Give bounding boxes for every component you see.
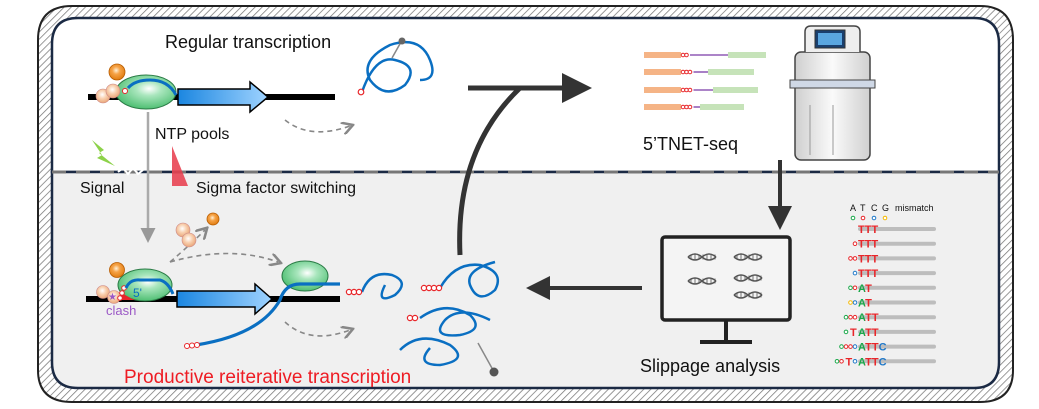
five-prime-label: 5' — [133, 286, 142, 300]
dna-icon — [733, 274, 763, 282]
mismatch-base-A — [839, 344, 844, 349]
alignment-header-G: G — [882, 203, 889, 213]
bottom-transcription-complex: ★ 5' clash — [86, 260, 340, 349]
ntp-release-arrow — [169, 230, 205, 263]
sequencing-read — [644, 104, 744, 110]
alignment-row: TTT — [858, 224, 936, 236]
signal-lightning-icon — [92, 140, 115, 166]
base-key-C — [871, 215, 877, 221]
mismatch-base-T — [852, 256, 858, 261]
mismatch-base-G — [848, 300, 853, 305]
read-sequence: TTT — [858, 253, 878, 265]
mismatch-base-T — [852, 241, 858, 246]
alignment-row: TTT — [852, 239, 936, 251]
mismatch-letter: T — [850, 327, 857, 339]
mismatch-label: mismatch — [895, 203, 934, 213]
read-sequence: TTT — [858, 239, 878, 251]
read-sequence: TTT — [858, 268, 878, 280]
released-rnas-bottom — [360, 260, 500, 377]
reiterative-rna — [195, 282, 340, 347]
read-sequence: ATTC — [858, 356, 887, 368]
read-sequence: ATT — [858, 327, 879, 339]
flow-arrow-curve — [457, 86, 522, 256]
pin-icon — [398, 37, 406, 45]
mismatch-base-T — [848, 314, 853, 320]
sequencer-instrument-icon — [789, 25, 876, 161]
slippage-analysis-label: Slippage analysis — [640, 356, 780, 376]
base-key-A — [850, 215, 856, 221]
sigma-gradient-triangle — [172, 146, 188, 186]
monitor-icon — [660, 235, 792, 344]
top-transcription-complex — [88, 63, 335, 114]
promoter-escape-arrow — [169, 252, 278, 263]
signal-label: Signal — [80, 180, 124, 197]
released-rna-top — [357, 37, 434, 96]
sequencing-read — [644, 69, 754, 75]
alignment-header-C: C — [871, 203, 878, 213]
ntp-orange — [108, 63, 126, 81]
rna-5prime-dots — [345, 284, 443, 322]
productive-reiterative-title: Productive reiterative transcription — [124, 367, 411, 388]
dashed-arrow-top — [284, 119, 350, 132]
alignment-row: TTT — [852, 268, 936, 280]
mismatch-base-A — [843, 329, 849, 335]
mismatch-base-T — [848, 344, 853, 349]
gene-arrow-top — [177, 80, 270, 114]
alignment-row: ATT — [843, 312, 936, 324]
mismatch-letter: T — [846, 356, 853, 368]
mismatch-base-T — [839, 359, 844, 364]
alignment-header-A: A — [850, 203, 856, 213]
read-sequence: AT — [858, 298, 872, 310]
released-ntps — [175, 212, 220, 248]
clash-label: clash — [106, 303, 136, 318]
dna-icon — [687, 277, 717, 285]
mismatch-base-A — [843, 314, 849, 320]
alignment-row: AT — [848, 298, 936, 310]
sigma-switching-label: Sigma factor switching — [196, 180, 356, 197]
alignment-row: ATTC — [839, 342, 936, 354]
sequencing-reads — [644, 52, 766, 110]
read-sequence: TTT — [858, 224, 878, 236]
clash-star-icon: ★ — [108, 292, 117, 303]
sequencing-read — [644, 87, 758, 93]
mismatch-base-C — [852, 344, 858, 349]
regular-transcription-title: Regular transcription — [165, 32, 331, 52]
dna-helix-icons — [687, 253, 763, 299]
mismatch-base-T — [852, 314, 858, 320]
mismatch-base-A — [848, 285, 853, 291]
mismatch-base-T — [848, 256, 853, 261]
read-sequence: ATTC — [858, 342, 887, 354]
base-key-G — [882, 215, 888, 221]
mismatch-base-C — [852, 359, 858, 364]
read-sequence: AT — [858, 283, 872, 295]
dna-icon — [687, 253, 717, 261]
mismatch-base-T — [843, 344, 849, 349]
signal-wave — [117, 166, 144, 176]
mismatch-base-C — [852, 270, 858, 276]
alignment-row: T ATTC — [834, 356, 936, 368]
gene-arrow-bottom — [176, 282, 274, 316]
sequencing-read — [644, 52, 766, 58]
rnap-bottom-initiating — [117, 268, 173, 302]
mismatch-base-T — [852, 285, 858, 291]
alignment-row: AT — [848, 283, 936, 295]
mismatch-base-C — [852, 300, 858, 305]
alignment-row: TTT — [848, 253, 936, 265]
alignment-header-T: T — [860, 203, 866, 213]
dna-icon — [733, 291, 763, 299]
tnet-seq-label: 5’TNET-seq — [643, 134, 738, 154]
mismatch-base-A — [834, 359, 840, 364]
dna-icon — [733, 253, 763, 261]
read-sequence: ATT — [858, 312, 879, 324]
ntp-pools-label: NTP pools — [155, 126, 229, 143]
base-key-T — [860, 215, 866, 221]
pin-icon — [489, 367, 499, 377]
